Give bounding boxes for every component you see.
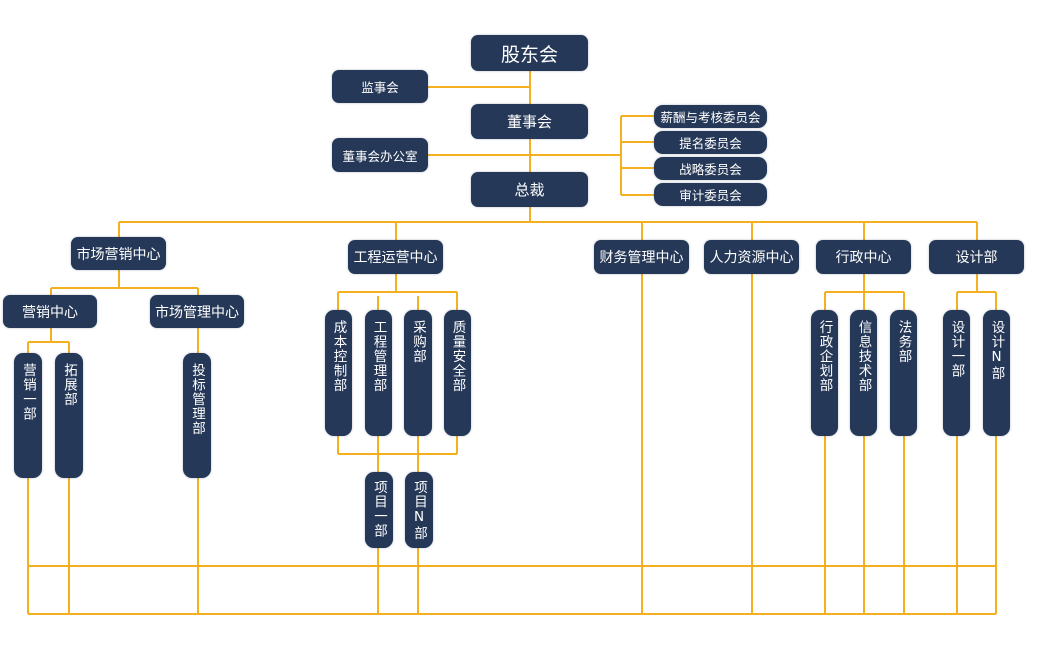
node-marketing-center[interactable]: 市场营销中心 (71, 237, 166, 270)
node-sales-center[interactable]: 营销中心 (3, 295, 97, 328)
node-label: 审计委员会 (679, 188, 742, 203)
node-label: 总裁 (514, 181, 545, 199)
node-president[interactable]: 总裁 (471, 172, 588, 207)
node-label: 行政中心 (835, 250, 892, 266)
node-label: 采购部 (410, 320, 426, 364)
node-label: 工程管理部 (370, 320, 387, 393)
node-label: 市场管理中心 (155, 304, 239, 321)
node-engineering-center[interactable]: 工程运营中心 (348, 240, 443, 274)
node-label: 成本控制部 (330, 320, 347, 393)
node-dept[interactable]: 采购部 (404, 310, 432, 436)
node-label: 设计N部 (988, 320, 1005, 381)
node-label: 设计一部 (948, 320, 965, 378)
node-dept[interactable]: 工程管理部 (365, 310, 392, 436)
node-label: 项目一部 (371, 480, 387, 538)
node-dept[interactable]: 设计一部 (943, 310, 970, 436)
node-project-dept[interactable]: 项目一部 (365, 472, 393, 548)
node-market-mgmt-center[interactable]: 市场管理中心 (150, 295, 244, 328)
node-design-dept[interactable]: 设计部 (929, 240, 1024, 274)
node-committee[interactable]: 审计委员会 (654, 183, 767, 206)
node-label: 战略委员会 (679, 162, 742, 177)
connector-group (27, 71, 997, 615)
node-label: 营销中心 (22, 304, 78, 321)
node-label: 工程运营中心 (353, 250, 438, 266)
node-label: 质量安全部 (449, 320, 466, 393)
node-dept[interactable]: 法务部 (890, 310, 917, 436)
node-label: 董事会 (506, 113, 552, 131)
node-committee[interactable]: 战略委员会 (654, 157, 767, 180)
node-supervisors[interactable]: 监事会 (332, 70, 428, 103)
node-project-dept[interactable]: 项目N部 (405, 472, 433, 548)
node-label: 监事会 (361, 80, 399, 95)
node-label: 设计部 (955, 250, 998, 266)
node-label: 拓展部 (61, 363, 77, 407)
node-shareholders[interactable]: 股东会 (471, 35, 588, 71)
node-label: 股东会 (500, 43, 558, 66)
node-board[interactable]: 董事会 (471, 104, 588, 139)
node-label: 董事会办公室 (342, 148, 418, 164)
node-label: 项目N部 (411, 480, 427, 541)
node-board-office[interactable]: 董事会办公室 (332, 138, 428, 172)
node-dept[interactable]: 行政企划部 (811, 310, 838, 436)
node-finance-center[interactable]: 财务管理中心 (594, 240, 689, 274)
node-label: 提名委员会 (679, 136, 742, 151)
node-dept[interactable]: 设计N部 (983, 310, 1010, 436)
node-label: 市场营销中心 (76, 246, 161, 263)
node-label: 薪酬与考核委员会 (660, 110, 761, 125)
node-committee[interactable]: 提名委员会 (654, 131, 767, 154)
node-hr-center[interactable]: 人力资源中心 (704, 240, 799, 274)
node-label: 信息技术部 (855, 320, 872, 393)
node-label: 投标管理部 (189, 363, 205, 436)
node-dept[interactable]: 拓展部 (55, 353, 83, 478)
node-dept[interactable]: 质量安全部 (444, 310, 471, 436)
node-dept[interactable]: 营销一部 (14, 353, 42, 478)
node-label: 人力资源中心 (709, 250, 794, 266)
node-dept[interactable]: 成本控制部 (325, 310, 352, 436)
node-label: 法务部 (895, 320, 912, 364)
node-committee[interactable]: 薪酬与考核委员会 (654, 105, 767, 128)
node-label: 行政企划部 (816, 320, 833, 393)
node-admin-center[interactable]: 行政中心 (816, 240, 911, 274)
node-label: 营销一部 (20, 363, 36, 421)
node-label: 财务管理中心 (599, 250, 684, 266)
node-dept[interactable]: 信息技术部 (850, 310, 877, 436)
node-dept[interactable]: 投标管理部 (183, 353, 211, 478)
